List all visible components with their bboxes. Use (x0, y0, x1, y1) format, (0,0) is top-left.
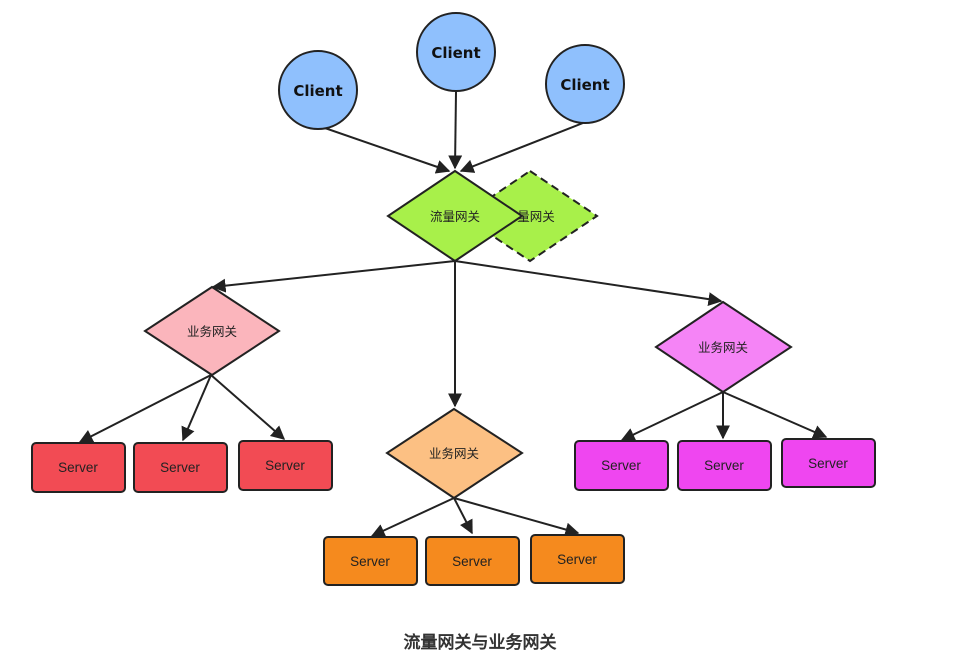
business-gateway-label: 业务网关 (698, 340, 748, 355)
traffic-gateway: 流量网关 (386, 169, 524, 263)
business-gateway-label: 业务网关 (187, 324, 237, 339)
server-label: Server (452, 554, 492, 569)
traffic-gateway-label: 流量网关 (430, 209, 480, 224)
server-orange-3: Server (530, 534, 625, 584)
server-magenta-1: Server (574, 440, 669, 491)
server-red-2: Server (133, 442, 228, 493)
server-label: Server (601, 458, 641, 473)
server-label: Server (350, 554, 390, 569)
business-gateway-right: 业务网关 (654, 300, 793, 394)
server-label: Server (265, 458, 305, 473)
edge-traffic-to-gateway-left (211, 260, 456, 293)
business-gateway-label: 业务网关 (429, 446, 479, 461)
edge-gw-center-to-server-2 (453, 497, 473, 535)
edge-gw-right-to-server-3 (722, 391, 828, 439)
edge-traffic-to-gateway-right (454, 260, 723, 307)
edge-gw-right-to-server-1 (620, 391, 724, 441)
edges (78, 91, 828, 538)
diagram-caption: 流量网关与业务网关 (404, 632, 557, 653)
server-magenta-2: Server (677, 440, 772, 491)
server-label: Server (557, 552, 597, 567)
business-gateway-left: 业务网关 (143, 285, 281, 377)
edge-gw-left-to-server-3 (210, 374, 286, 440)
server-label: Server (704, 458, 744, 473)
server-magenta-3: Server (781, 438, 876, 488)
server-label: Server (58, 460, 98, 475)
client-label: Client (560, 76, 609, 94)
server-label: Server (160, 460, 200, 475)
client-node-1: Client (278, 50, 358, 130)
edge-gw-center-to-server-1 (370, 497, 455, 538)
client-label: Client (431, 44, 480, 62)
server-label: Server (808, 456, 848, 471)
edge-client-2-to-traffic-gateway (448, 91, 463, 170)
traffic-gateway-ghost: 量网关 (461, 169, 599, 263)
business-gateway-center: 业务网关 (385, 407, 524, 500)
edge-client-3-to-traffic-gateway (459, 122, 584, 173)
client-label: Client (293, 82, 342, 100)
edge-client-1-to-traffic-gateway (321, 126, 451, 174)
edge-gw-center-to-server-3 (453, 497, 580, 537)
server-red-1: Server (31, 442, 126, 493)
client-node-3: Client (545, 44, 625, 124)
server-orange-2: Server (425, 536, 520, 586)
traffic-gateway-ghost-label: 量网关 (517, 209, 555, 224)
client-node-2: Client (416, 12, 496, 92)
server-orange-1: Server (323, 536, 418, 586)
edge-gw-left-to-server-1 (78, 374, 212, 443)
edge-gw-left-to-server-2 (181, 374, 212, 442)
server-red-3: Server (238, 440, 333, 491)
